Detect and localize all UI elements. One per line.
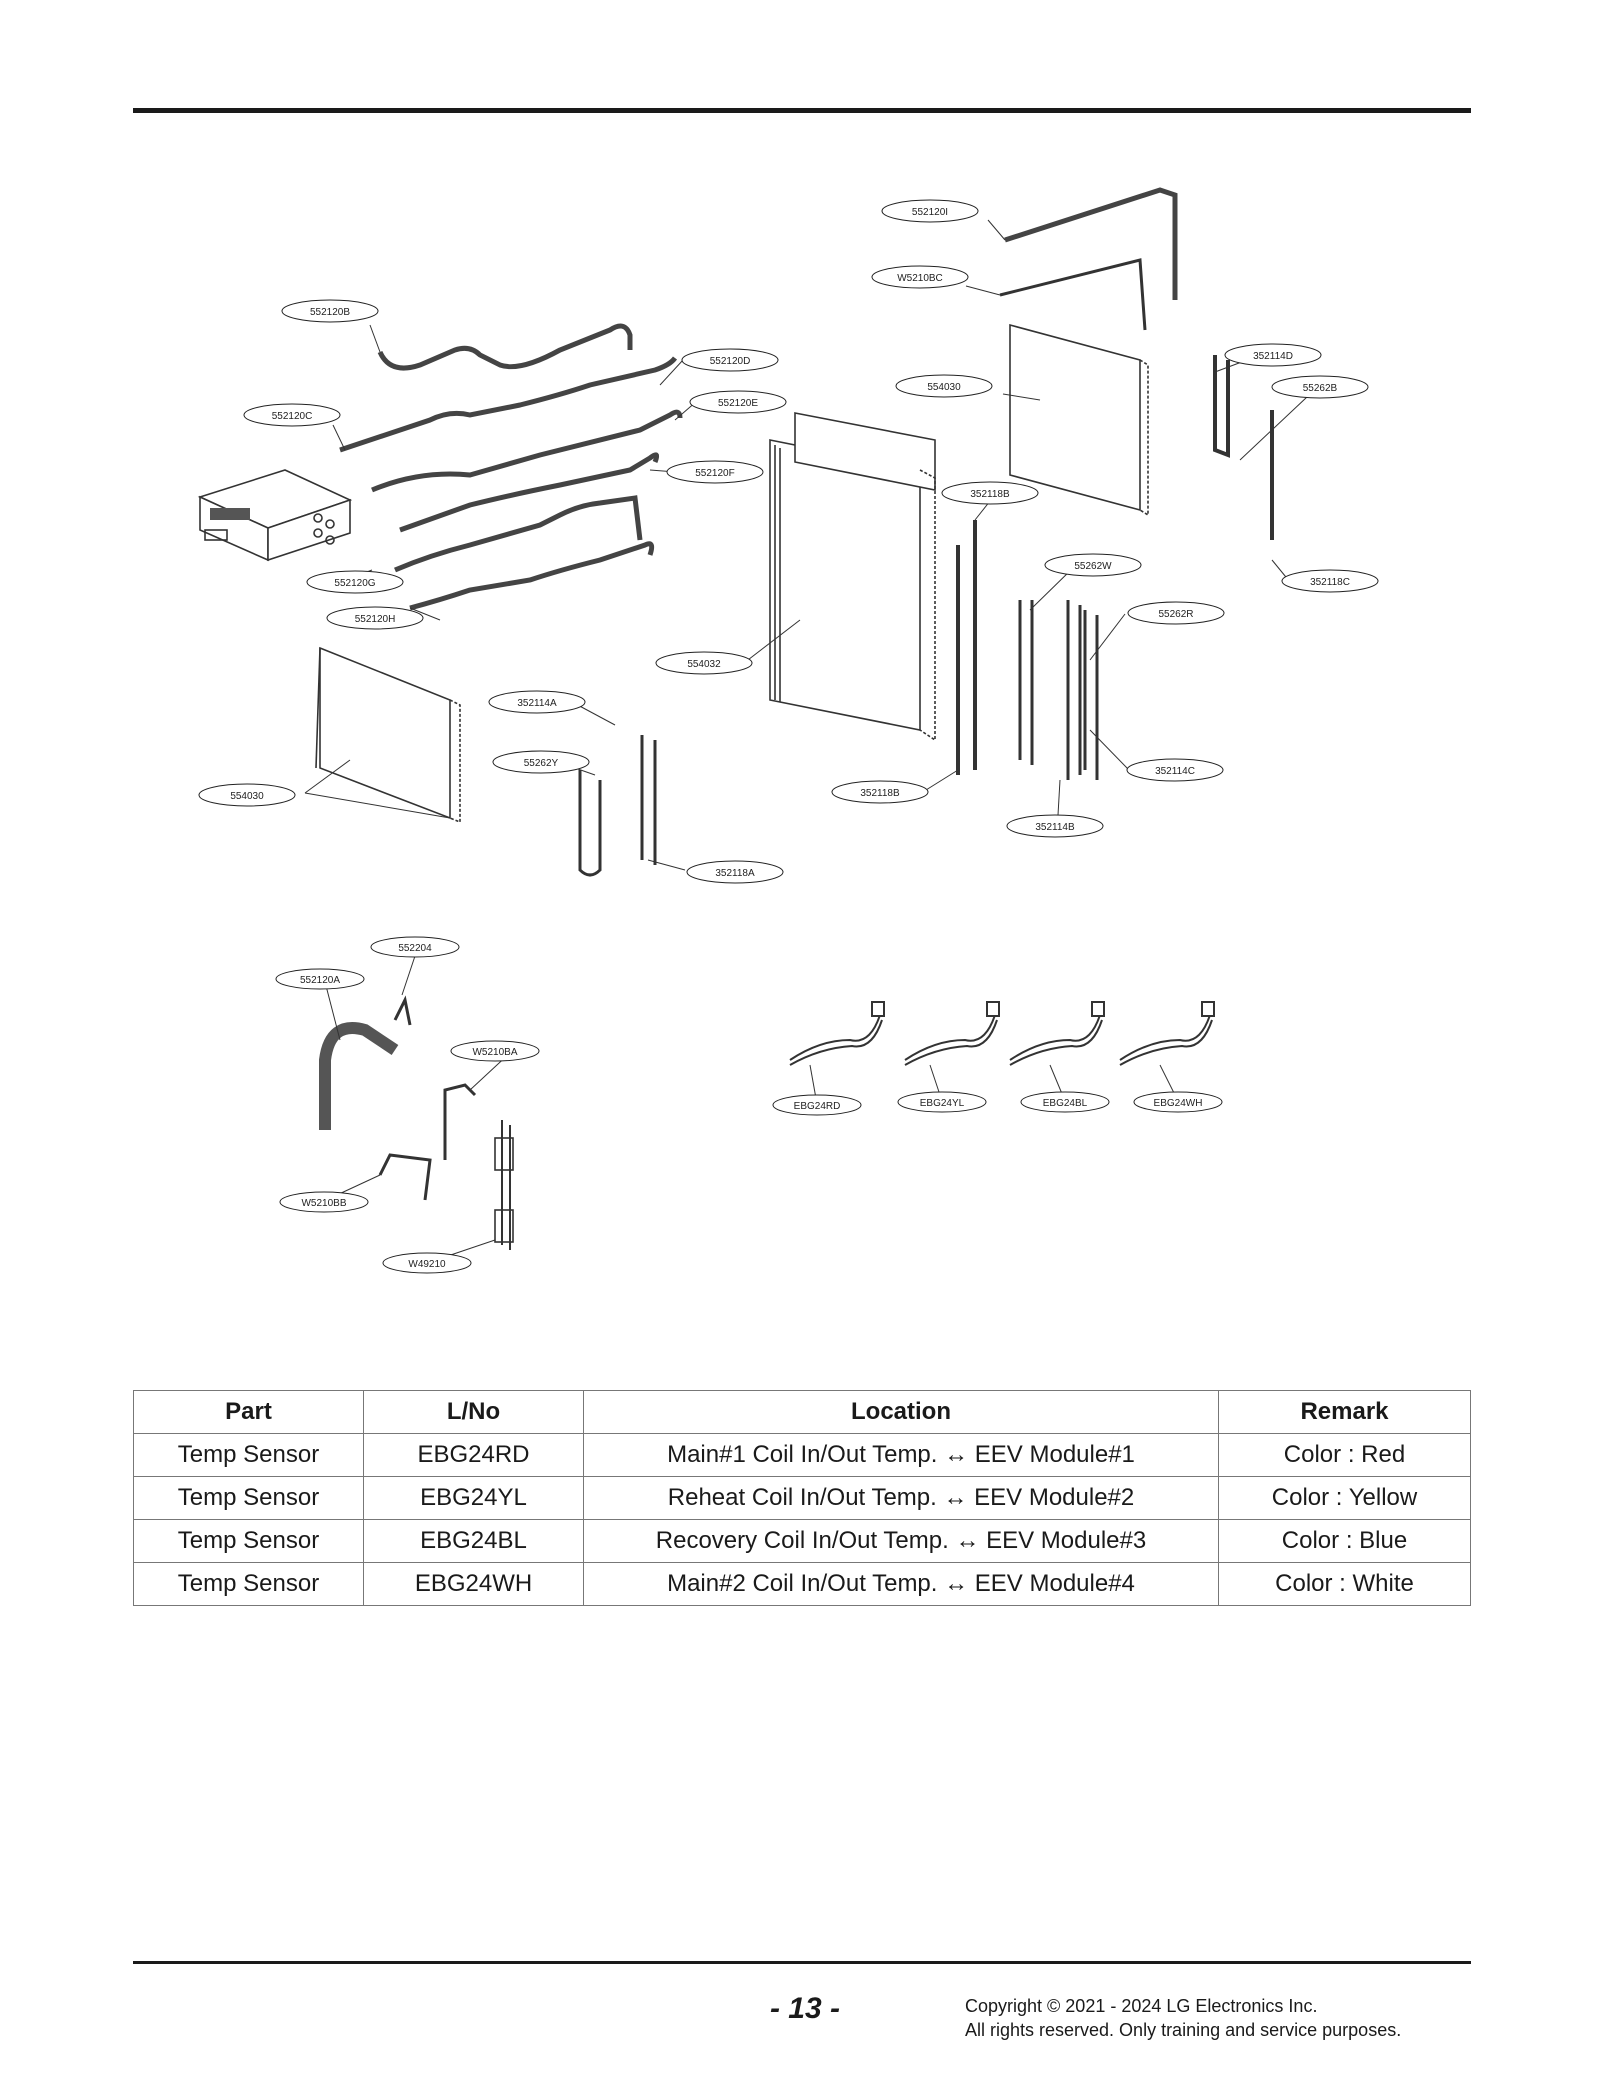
callout-55262R: 55262R bbox=[1158, 609, 1193, 620]
callout-552120C: 552120C bbox=[272, 411, 313, 422]
callout-552120F: 552120F bbox=[695, 468, 734, 479]
pipe-group-upper bbox=[339, 323, 683, 611]
copyright-line-2: All rights reserved. Only training and s… bbox=[965, 2020, 1402, 2040]
col-header-remark: Remark bbox=[1218, 1390, 1471, 1434]
col-header-location: Location bbox=[583, 1390, 1219, 1434]
callout-554030-right: 554030 bbox=[927, 382, 961, 393]
callout-554030-left: 554030 bbox=[230, 791, 264, 802]
callout-552120D: 552120D bbox=[710, 356, 751, 367]
callout-352118B-upper: 352118B bbox=[970, 489, 1010, 500]
footer-rule bbox=[133, 1961, 1471, 1964]
lower-parts bbox=[319, 995, 514, 1250]
cell-remark: Color : White bbox=[1218, 1562, 1471, 1606]
cell-lno: EBG24BL bbox=[363, 1519, 584, 1563]
table-row: Temp Sensor EBG24WH Main#2 Coil In/Out T… bbox=[133, 1562, 1471, 1606]
callout-552120E: 552120E bbox=[718, 398, 758, 409]
table-row: Temp Sensor EBG24YL Reheat Coil In/Out T… bbox=[133, 1476, 1471, 1520]
cell-location: Main#2 Coil In/Out Temp. ↔ EEV Module#4 bbox=[583, 1562, 1219, 1606]
coil-panel-left bbox=[315, 646, 461, 824]
callout-W5210BB: W5210BB bbox=[301, 1198, 346, 1209]
callout-W49210: W49210 bbox=[408, 1259, 446, 1270]
callout-55262W: 55262W bbox=[1074, 561, 1112, 572]
callout-352118C: 352118C bbox=[1310, 577, 1350, 588]
cell-remark: Color : Red bbox=[1218, 1433, 1471, 1477]
cell-remark: Color : Blue bbox=[1218, 1519, 1471, 1563]
copyright-notice: Copyright © 2021 - 2024 LG Electronics I… bbox=[965, 1994, 1401, 2042]
cell-lno: EBG24RD bbox=[363, 1433, 584, 1477]
cell-part: Temp Sensor bbox=[133, 1519, 364, 1563]
temp-sensor-harnesses bbox=[789, 1001, 1215, 1066]
callout-352114D: 352114D bbox=[1253, 351, 1293, 362]
callout-352118A: 352118A bbox=[715, 868, 755, 879]
callout-352118B-lower: 352118B bbox=[860, 788, 900, 799]
callout-552204: 552204 bbox=[398, 943, 432, 954]
table-header-row: Part L/No Location Remark bbox=[133, 1390, 1471, 1434]
callout-EBG24YL: EBG24YL bbox=[920, 1098, 965, 1109]
coil-panel-right bbox=[1009, 323, 1149, 517]
coil-center bbox=[769, 412, 936, 742]
cell-location: Recovery Coil In/Out Temp. ↔ EEV Module#… bbox=[583, 1519, 1219, 1563]
col-header-lno: L/No bbox=[363, 1390, 584, 1434]
callout-55262Y: 55262Y bbox=[524, 758, 559, 769]
callout-552120H: 552120H bbox=[355, 614, 396, 625]
callout-554032: 554032 bbox=[687, 659, 721, 670]
cell-lno: EBG24WH bbox=[363, 1562, 584, 1606]
col-header-part: Part bbox=[133, 1390, 364, 1434]
callout-EBG24RD: EBG24RD bbox=[794, 1101, 841, 1112]
callout-W5210BC: W5210BC bbox=[897, 273, 943, 284]
page-number: - 13 - bbox=[769, 1992, 841, 2025]
callout-352114B: 352114B bbox=[1035, 822, 1075, 833]
callout-55262B: 55262B bbox=[1303, 383, 1338, 394]
cell-part: Temp Sensor bbox=[133, 1562, 364, 1606]
header-rule bbox=[133, 108, 1471, 113]
callout-EBG24WH: EBG24WH bbox=[1154, 1098, 1203, 1109]
callout-552120A: 552120A bbox=[300, 975, 340, 986]
callout-W5210BA: W5210BA bbox=[472, 1047, 517, 1058]
callout-552120G: 552120G bbox=[334, 578, 375, 589]
exploded-parts-diagram: 552120I W5210BC 552120B 552120D 554030 3… bbox=[197, 187, 1379, 1274]
header-pipes bbox=[956, 355, 1274, 775]
table-row: Temp Sensor EBG24RD Main#1 Coil In/Out T… bbox=[133, 1433, 1471, 1477]
cell-lno: EBG24YL bbox=[363, 1476, 584, 1520]
callout-352114C: 352114C bbox=[1155, 766, 1195, 777]
callout-552120B: 552120B bbox=[310, 307, 350, 318]
pipe-group-top-right bbox=[999, 187, 1178, 331]
callout-EBG24BL: EBG24BL bbox=[1043, 1098, 1088, 1109]
eev-assemblies bbox=[578, 600, 1099, 877]
cell-location: Reheat Coil In/Out Temp. ↔ EEV Module#2 bbox=[583, 1476, 1219, 1520]
copyright-line-1: Copyright © 2021 - 2024 LG Electronics I… bbox=[965, 1996, 1318, 2016]
cell-location: Main#1 Coil In/Out Temp. ↔ EEV Module#1 bbox=[583, 1433, 1219, 1477]
cell-part: Temp Sensor bbox=[133, 1433, 364, 1477]
callout-352114A: 352114A bbox=[517, 698, 557, 709]
callout-552120I: 552120I bbox=[912, 207, 948, 218]
table-row: Temp Sensor EBG24BL Recovery Coil In/Out… bbox=[133, 1519, 1471, 1563]
temp-sensor-table: Part L/No Location Remark Temp Sensor EB… bbox=[133, 1390, 1471, 1606]
cell-part: Temp Sensor bbox=[133, 1476, 364, 1520]
control-box bbox=[197, 469, 353, 562]
cell-remark: Color : Yellow bbox=[1218, 1476, 1471, 1520]
